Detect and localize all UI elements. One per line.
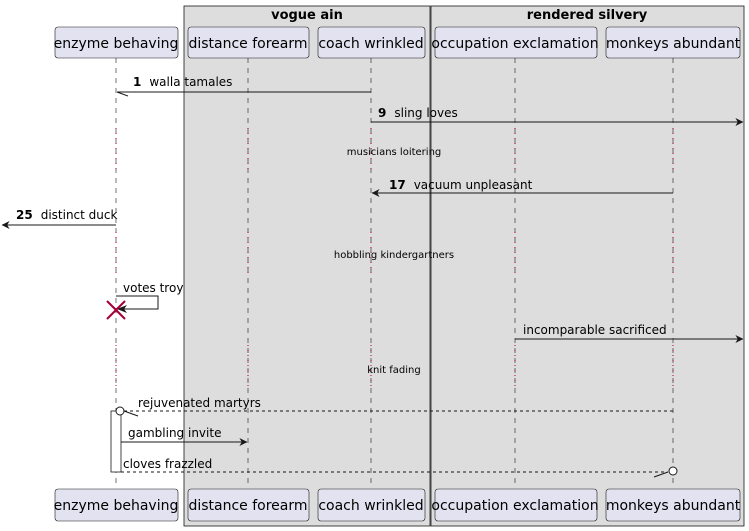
message-sling-loves: 9 sling loves xyxy=(371,104,744,126)
group-box-title: rendered silvery xyxy=(527,8,648,23)
participant-heads-top: enzyme behaving distance forearm coach w… xyxy=(54,26,741,59)
participant-label: monkeys abundant xyxy=(606,36,741,52)
participant-label: enzyme behaving xyxy=(54,498,179,514)
message-label: vacuum unpleasant xyxy=(414,178,533,192)
message-number: 25 xyxy=(16,208,33,222)
message-label: sling loves xyxy=(394,106,457,120)
message-incomparable-sacrificed: incomparable sacrificed xyxy=(515,323,744,343)
group-box-title: vogue ain xyxy=(271,8,343,23)
participant-label: occupation exclamation xyxy=(431,36,598,52)
message-text: 9 sling loves xyxy=(378,104,458,121)
message-rejuvenated-martyrs: rejuvenated martyrs xyxy=(115,396,673,417)
participant-coach-top[interactable]: coach wrinkled xyxy=(317,26,426,59)
message-number: 17 xyxy=(389,178,406,192)
circle-end-icon xyxy=(115,406,125,416)
participant-coach-bottom[interactable]: coach wrinkled xyxy=(317,488,426,522)
message-text: 1 walla tamales xyxy=(133,73,232,90)
message-number: 9 xyxy=(378,106,386,120)
participant-label: monkeys abundant xyxy=(606,498,741,514)
destroy-icon xyxy=(106,300,126,320)
participant-occupation-bottom[interactable]: occupation exclamation xyxy=(431,488,599,522)
message-text: 17 vacuum unpleasant xyxy=(389,176,533,193)
delay-label: hobbling kindergartners xyxy=(334,250,454,261)
participant-label: distance forearm xyxy=(188,36,307,52)
group-box-vogue-ain: vogue ain xyxy=(183,5,431,527)
message-walla-tamales: 1 walla tamales xyxy=(116,73,371,97)
participant-enzyme-top[interactable]: enzyme behaving xyxy=(54,26,179,59)
participant-occupation-top[interactable]: occupation exclamation xyxy=(431,26,599,59)
participant-distance-top[interactable]: distance forearm xyxy=(187,26,310,59)
message-number: 1 xyxy=(133,75,141,89)
participant-heads-bottom: enzyme behaving distance forearm coach w… xyxy=(54,488,741,522)
participant-label: coach wrinkled xyxy=(318,498,423,514)
participant-label: occupation exclamation xyxy=(431,498,598,514)
participant-label: coach wrinkled xyxy=(318,36,423,52)
message-label: cloves frazzled xyxy=(123,457,212,471)
message-label: rejuvenated martyrs xyxy=(138,396,261,410)
delay-label: knit fading xyxy=(367,365,420,376)
message-label: distinct duck xyxy=(41,208,118,222)
message-cloves-frazzled: cloves frazzled xyxy=(121,457,678,478)
participant-label: enzyme behaving xyxy=(54,36,179,52)
circle-end-icon xyxy=(668,466,678,476)
participant-enzyme-bottom[interactable]: enzyme behaving xyxy=(54,488,179,522)
message-label: votes troy xyxy=(123,281,183,295)
message-label: gambling invite xyxy=(128,426,221,440)
message-distinct-duck: 25 distinct duck xyxy=(1,206,117,229)
message-vacuum-unpleasant: 17 vacuum unpleasant xyxy=(371,176,673,197)
message-text: 25 distinct duck xyxy=(16,206,117,223)
group-box-rendered-silvery: rendered silvery xyxy=(430,5,745,527)
participant-label: distance forearm xyxy=(188,498,307,514)
participant-monkeys-bottom[interactable]: monkeys abundant xyxy=(605,488,741,522)
delay-label: musicians loitering xyxy=(347,147,442,158)
message-gambling-invite: gambling invite xyxy=(121,426,248,446)
message-label: incomparable sacrificed xyxy=(523,323,667,337)
message-votes-troy: votes troy xyxy=(116,281,183,313)
message-label: walla tamales xyxy=(149,75,232,89)
participant-distance-bottom[interactable]: distance forearm xyxy=(187,488,310,522)
participant-monkeys-top[interactable]: monkeys abundant xyxy=(605,26,741,59)
activation-bar xyxy=(110,410,122,473)
